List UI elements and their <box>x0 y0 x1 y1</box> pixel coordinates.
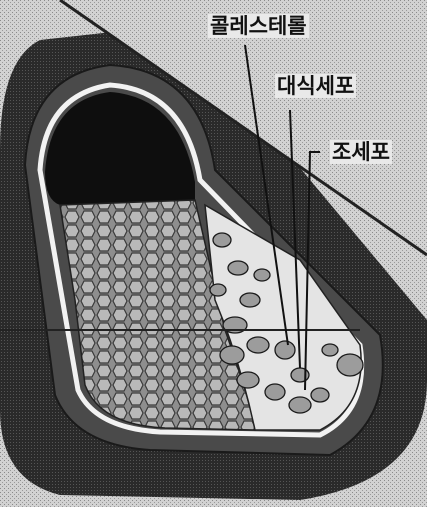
label-macrophage: 대식세포 <box>275 74 356 98</box>
label-cholesterol: 콜레스테롤 <box>208 14 309 38</box>
label-fibroblast: 조세포 <box>330 140 392 164</box>
